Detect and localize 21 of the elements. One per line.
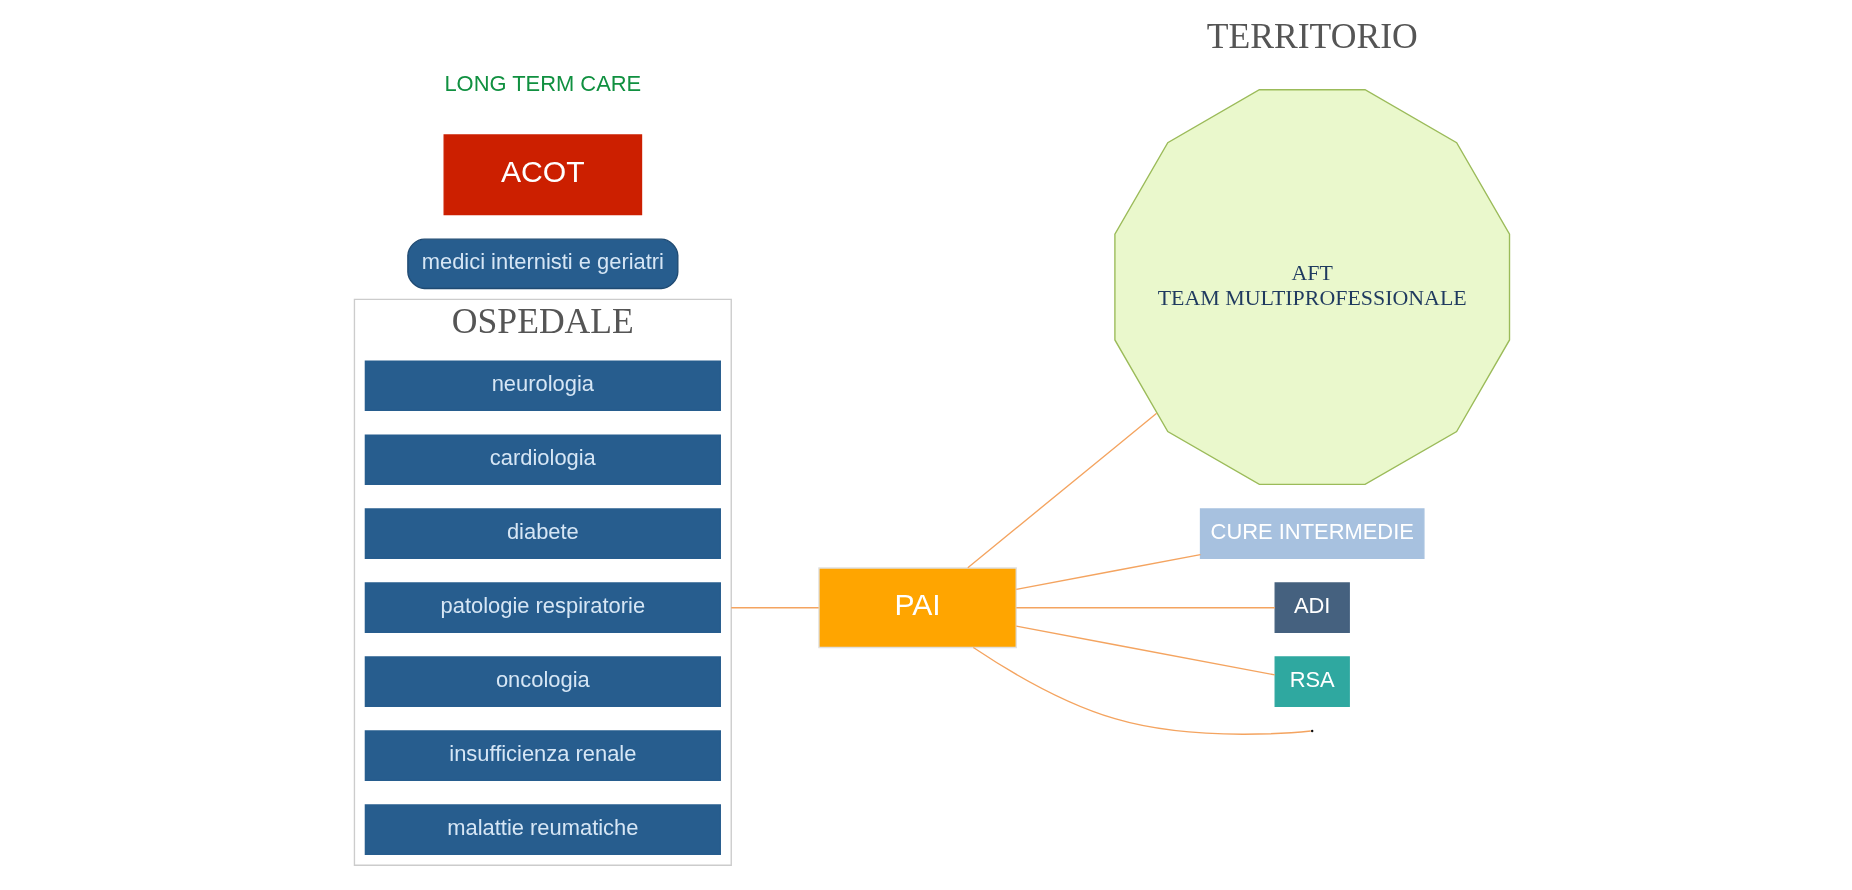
node-box: ACOT xyxy=(443,134,642,216)
connector xyxy=(730,607,819,609)
connector xyxy=(972,646,1311,735)
connector xyxy=(1015,625,1275,676)
node-box: cardiologia xyxy=(364,434,721,486)
node-box: PAI xyxy=(817,567,1017,649)
node-box: medici internisti e geriatri xyxy=(406,238,678,290)
node-box: patologie respiratorie xyxy=(364,582,721,634)
node-box: RSA xyxy=(1274,656,1350,708)
node-box: malattie reumatiche xyxy=(364,804,721,856)
node-box: neurologia xyxy=(364,360,721,412)
connector xyxy=(1015,553,1201,590)
node-box: insufficienza renale xyxy=(364,730,721,782)
node-box: oncologia xyxy=(364,656,721,708)
node-box: diabete xyxy=(364,508,721,560)
node-box: ADI xyxy=(1274,582,1350,634)
label: TERRITORIO xyxy=(1206,15,1418,56)
connector xyxy=(1015,607,1275,609)
label: LONG TERM CARE xyxy=(443,70,641,96)
connector xyxy=(966,412,1157,569)
node-box: CURE INTERMEDIE xyxy=(1199,508,1425,560)
